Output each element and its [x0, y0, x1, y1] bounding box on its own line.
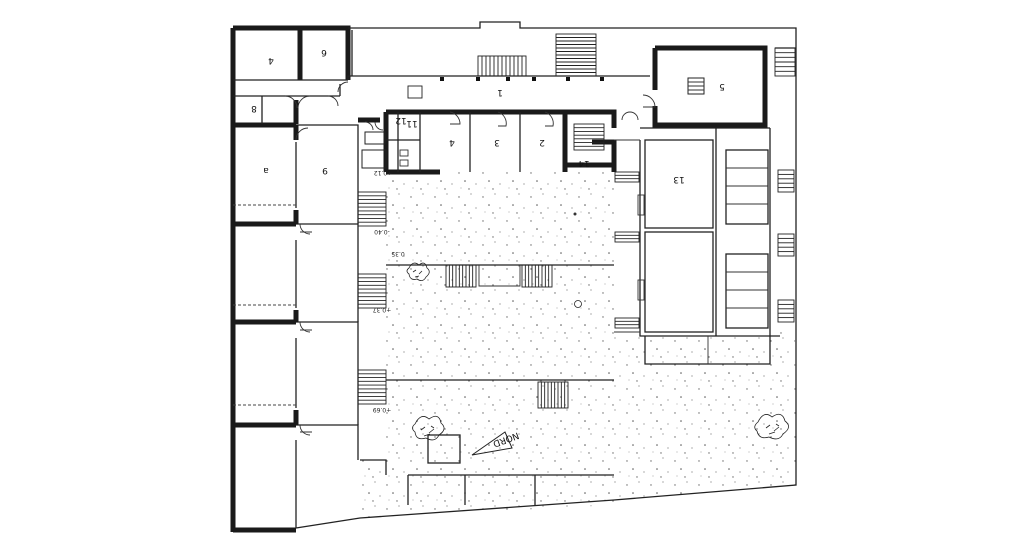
room-label-a: a	[263, 165, 269, 175]
room-label-13: 13	[673, 174, 684, 184]
rooms-east	[614, 45, 780, 365]
stair-flight	[777, 299, 795, 323]
room-label-9: 9	[322, 165, 328, 175]
stair-flight	[555, 33, 597, 77]
column-mark	[476, 77, 480, 81]
rooms-northwest	[233, 30, 380, 124]
room-label-4-mid: 4	[449, 137, 455, 147]
floor-grate	[407, 85, 423, 99]
stair-flight	[477, 55, 527, 77]
stair-flight	[774, 47, 796, 77]
stair-flight	[537, 381, 569, 409]
stairs	[357, 33, 796, 409]
room-label-12: 12	[395, 115, 406, 125]
room-label-14: 14	[578, 158, 590, 168]
stair-flight	[357, 191, 387, 227]
tree-south	[412, 415, 445, 441]
room-label-11: 11	[406, 118, 417, 128]
column-mark	[566, 77, 570, 81]
stair-flight	[357, 369, 387, 405]
room-label-5: 5	[719, 81, 725, 91]
level-mark-4: +0.69	[373, 406, 392, 413]
building-outline	[230, 21, 797, 533]
level-mark-5: 0.35	[391, 250, 405, 257]
stair-flight	[777, 233, 795, 257]
rooms-central-row	[361, 109, 617, 175]
stair-flight	[614, 231, 640, 243]
column-mark	[506, 77, 510, 81]
room-label-1: 1	[497, 87, 503, 97]
room-label-2: 2	[539, 137, 545, 147]
rooms-west	[233, 124, 359, 528]
stair-flight	[614, 317, 640, 329]
room-label-3: 3	[494, 137, 500, 147]
tree-east	[754, 413, 789, 440]
level-marks: +0.12 -0.40 +0.37 +0.69 0.35	[373, 169, 405, 413]
room-label-6-top: 6	[321, 47, 327, 57]
stair-flight	[614, 171, 640, 183]
level-mark-3: +0.37	[373, 306, 392, 313]
level-mark-1: +0.12	[374, 169, 393, 176]
trees	[406, 212, 789, 441]
level-mark-2: -0.40	[374, 228, 390, 235]
tree-courtyard	[406, 262, 430, 281]
room-label-8: 8	[251, 103, 257, 113]
courtyard-features	[360, 264, 614, 505]
courtyard-areas	[360, 172, 796, 518]
stair-flight	[357, 273, 387, 309]
room-label-4-top: 4	[268, 55, 274, 65]
room-labels: 4 6 8 1 12 11 4 3 2 5 14 13 a 9	[251, 47, 725, 184]
column-mark	[440, 77, 444, 81]
column-mark	[532, 77, 536, 81]
stair-flight	[777, 169, 795, 193]
stair-flight	[573, 123, 605, 151]
column-mark	[600, 77, 604, 81]
